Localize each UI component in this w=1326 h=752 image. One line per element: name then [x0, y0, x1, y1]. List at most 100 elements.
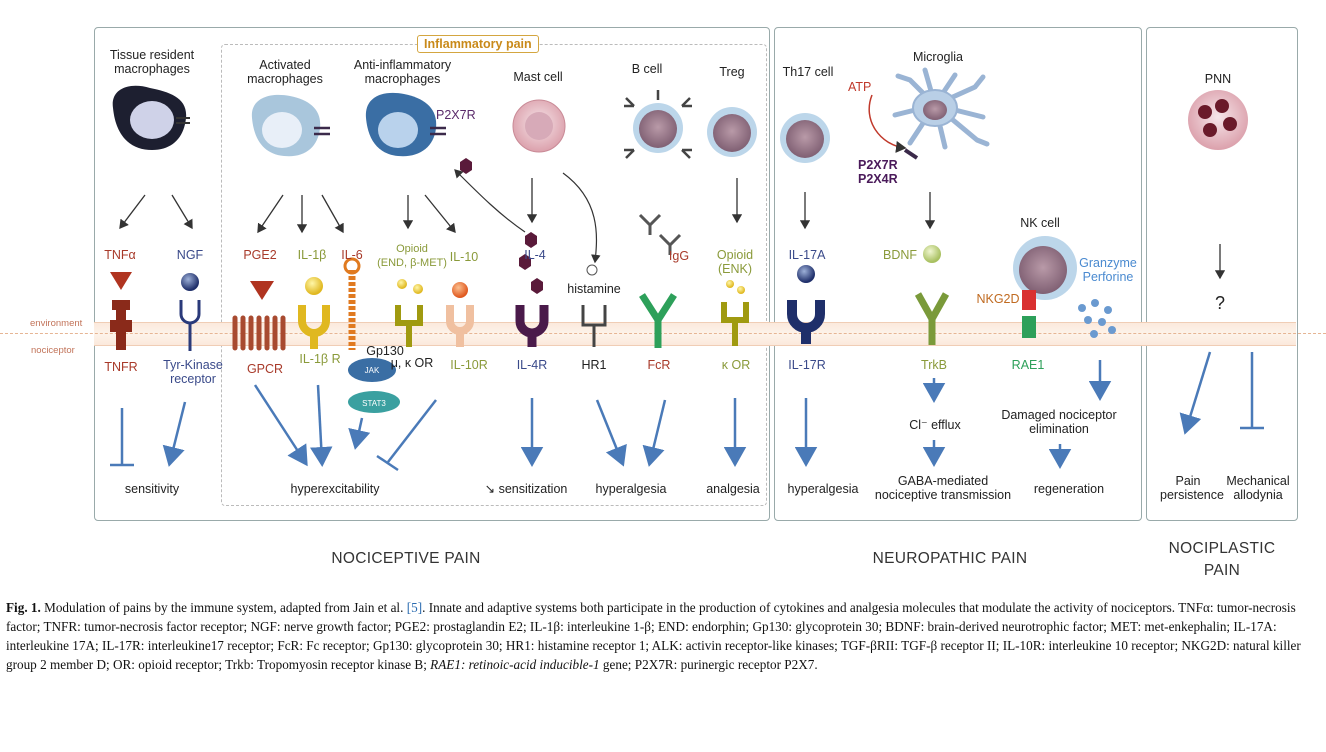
tnfr-receptor — [110, 300, 132, 350]
sensitization-label: ↘ sensitization — [484, 482, 568, 496]
cl-efflux-label: Cl⁻ efflux — [909, 418, 961, 432]
ngf-label: NGF — [176, 248, 204, 262]
il4-receptor — [515, 305, 549, 347]
mu-kappa-receptor — [395, 305, 423, 347]
neuropathic-title: NEUROPATHIC PAIN — [872, 550, 1028, 567]
il1b-label: IL-1β — [297, 248, 327, 262]
il4r-label: IL-4R — [516, 358, 548, 372]
bdnf-label: BDNF — [882, 248, 918, 262]
tnfa-label: TNFα — [104, 248, 136, 262]
hyperalgesia-label: hyperalgesia — [595, 482, 667, 496]
il17a-ball — [797, 265, 815, 283]
analgesia-label: analgesia — [706, 482, 760, 496]
damaged-label: Damaged nociceptor elimination — [1001, 408, 1117, 436]
sensitivity-label: sensitivity — [124, 482, 180, 496]
tyrk-receptor — [179, 300, 201, 351]
tissue-macrophage-label: Tissue resident macrophages — [109, 48, 195, 76]
hr1-label: HR1 — [581, 358, 607, 372]
mast-cell — [512, 99, 566, 153]
black-arrows — [119, 178, 1226, 280]
jak-label: JAK — [364, 366, 380, 375]
opioid-label: Opioid (END, β-MET) — [377, 243, 447, 269]
kor-receptor — [721, 302, 749, 346]
membrane-line — [0, 333, 1326, 334]
hyperexcitability-label: hyperexcitability — [290, 482, 380, 496]
pnn-label: PNN — [1204, 72, 1232, 86]
tnfa-triangle — [110, 272, 132, 290]
treg-cell — [707, 107, 757, 157]
ngf-ball — [181, 273, 199, 291]
trkb-receptor — [914, 292, 950, 345]
caption-fig-label: Fig. 1. — [6, 600, 41, 615]
il4-label: IL-4 — [524, 248, 546, 262]
atp-arrow — [868, 94, 907, 153]
granzyme-label: Granzyme Perforine — [1079, 256, 1137, 284]
pge2-triangle — [250, 281, 274, 300]
caption-text-3: gene; P2X7R: purinergic receptor P2X7. — [599, 657, 818, 672]
il1b-ball — [305, 277, 323, 295]
igg-label: IgG — [668, 249, 690, 263]
gpcr-label: GPCR — [246, 362, 284, 376]
th17-cell — [780, 113, 830, 163]
caption-italic-rae1: RAE1 — [430, 657, 461, 672]
hr1-receptor — [581, 305, 607, 347]
fcr-label: FcR — [647, 358, 671, 372]
pnn-cell — [1188, 90, 1248, 150]
nkg2d-label: NKG2D — [976, 292, 1020, 306]
nociplastic-title: NOCIPLASTIC PAIN — [1168, 540, 1276, 579]
activated-macrophage-label: Activated macrophages — [247, 58, 323, 86]
il1b-receptor — [298, 305, 330, 349]
jak-shape — [348, 358, 396, 382]
treg-label: Treg — [719, 65, 745, 79]
figure-graphics — [110, 67, 1264, 472]
kor-label: κ OR — [721, 358, 751, 372]
atp-label: ATP — [848, 80, 872, 94]
gpcr-receptor — [232, 315, 286, 351]
opioid-enk-label: Opioid (ENK) — [716, 248, 754, 276]
rae1-label: RAE1 — [1011, 358, 1045, 372]
nociceptor-label: nociceptor — [31, 345, 75, 356]
pge2-label: PGE2 — [243, 248, 277, 262]
mu-kappa-label: μ, κ OR — [390, 356, 434, 370]
caption-text-2: . Innate and adaptive systems both parti… — [6, 600, 1301, 672]
environment-label: environment — [30, 318, 83, 329]
p2x7r-label: P2X7R — [436, 108, 476, 122]
fcr-receptor — [639, 293, 677, 348]
anti-inflammatory-macrophage-cell — [365, 92, 472, 174]
th17-label: Th17 cell — [782, 65, 834, 79]
mast-cell-label: Mast cell — [513, 70, 563, 84]
anti-macrophage-label: Anti-inflammatory macrophages — [353, 58, 452, 86]
nk-cell-label: NK cell — [1020, 216, 1060, 230]
nociceptive-title: NOCICEPTIVE PAIN — [331, 550, 481, 567]
nk-cell — [1013, 236, 1077, 338]
caption-text-1: Modulation of pains by the immune system… — [40, 600, 407, 615]
microglia-cell — [892, 67, 990, 150]
regeneration-label: regeneration — [1033, 482, 1105, 496]
tissue-macrophage-cell — [112, 85, 190, 150]
caption-ref-link[interactable]: [5] — [406, 600, 423, 615]
hyperalgesia-neuropathic-label: hyperalgesia — [787, 482, 859, 496]
caption-italic-rae1-desc: : retinoic-acid inducible-1 — [460, 657, 600, 672]
p2x-label: P2X7R P2X4R — [858, 158, 898, 186]
p2x-channel — [903, 148, 919, 160]
il10-receptor — [446, 305, 474, 347]
pain-persistence-label: Pain persistence — [1160, 474, 1224, 502]
figure-caption: Fig. 1. Modulation of pains by the immun… — [6, 598, 1320, 674]
il17r-label: IL-17R — [788, 358, 826, 372]
microglia-label: Microglia — [912, 50, 963, 64]
mech-allodynia-label: Mechanical allodynia — [1226, 474, 1290, 502]
histamine-label: histamine — [567, 282, 621, 296]
il10r-label: IL-10R — [450, 358, 488, 372]
question-label: ? — [1214, 293, 1225, 313]
gaba-label: GABA-mediated nociceptive transmission — [874, 474, 1012, 502]
il10-ball — [452, 282, 468, 298]
il1br-label: IL-1β R — [299, 352, 341, 366]
il17a-label: IL-17A — [788, 248, 826, 262]
bdnf-ball — [923, 245, 941, 263]
stat3-label: STAT3 — [362, 399, 386, 408]
trkb-label: TrkB — [921, 358, 947, 372]
stat3-shape — [348, 391, 400, 413]
b-cell — [624, 90, 692, 159]
activated-macrophage-cell — [251, 94, 330, 157]
tnfr-label: TNFR — [104, 360, 138, 374]
